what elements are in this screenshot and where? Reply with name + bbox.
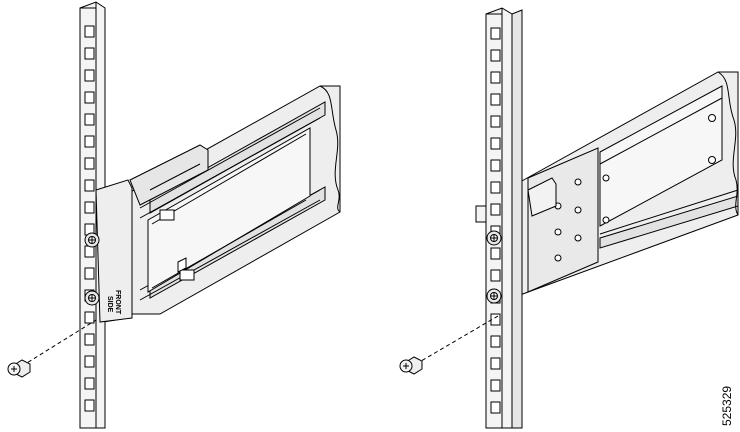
rack-post-left — [79, 1, 106, 429]
front-side-label-line1: FRONT — [114, 290, 121, 315]
loose-screw-left — [7, 359, 31, 378]
post-square-holes — [84, 25, 95, 412]
rear-view — [399, 7, 739, 429]
installed-screw-lower-right — [486, 288, 502, 304]
slide-rail-right — [475, 71, 739, 296]
front-side-label-line2: SIDE — [106, 296, 113, 313]
front-view: FRONT SIDE — [7, 1, 341, 429]
front-bracket-flange — [95, 179, 133, 323]
slide-rail-left — [102, 85, 341, 323]
installed-screw-upper — [84, 232, 100, 248]
loose-screw-right — [399, 356, 423, 375]
installed-screw-upper-right — [486, 230, 502, 246]
screw-insertion-path-left — [21, 319, 97, 367]
post-square-holes-right — [490, 27, 501, 414]
figure-id: 525329 — [720, 386, 734, 426]
installed-screw-lower — [84, 290, 100, 306]
rack-post-right — [485, 7, 523, 429]
screw-insertion-path-right — [415, 315, 499, 365]
